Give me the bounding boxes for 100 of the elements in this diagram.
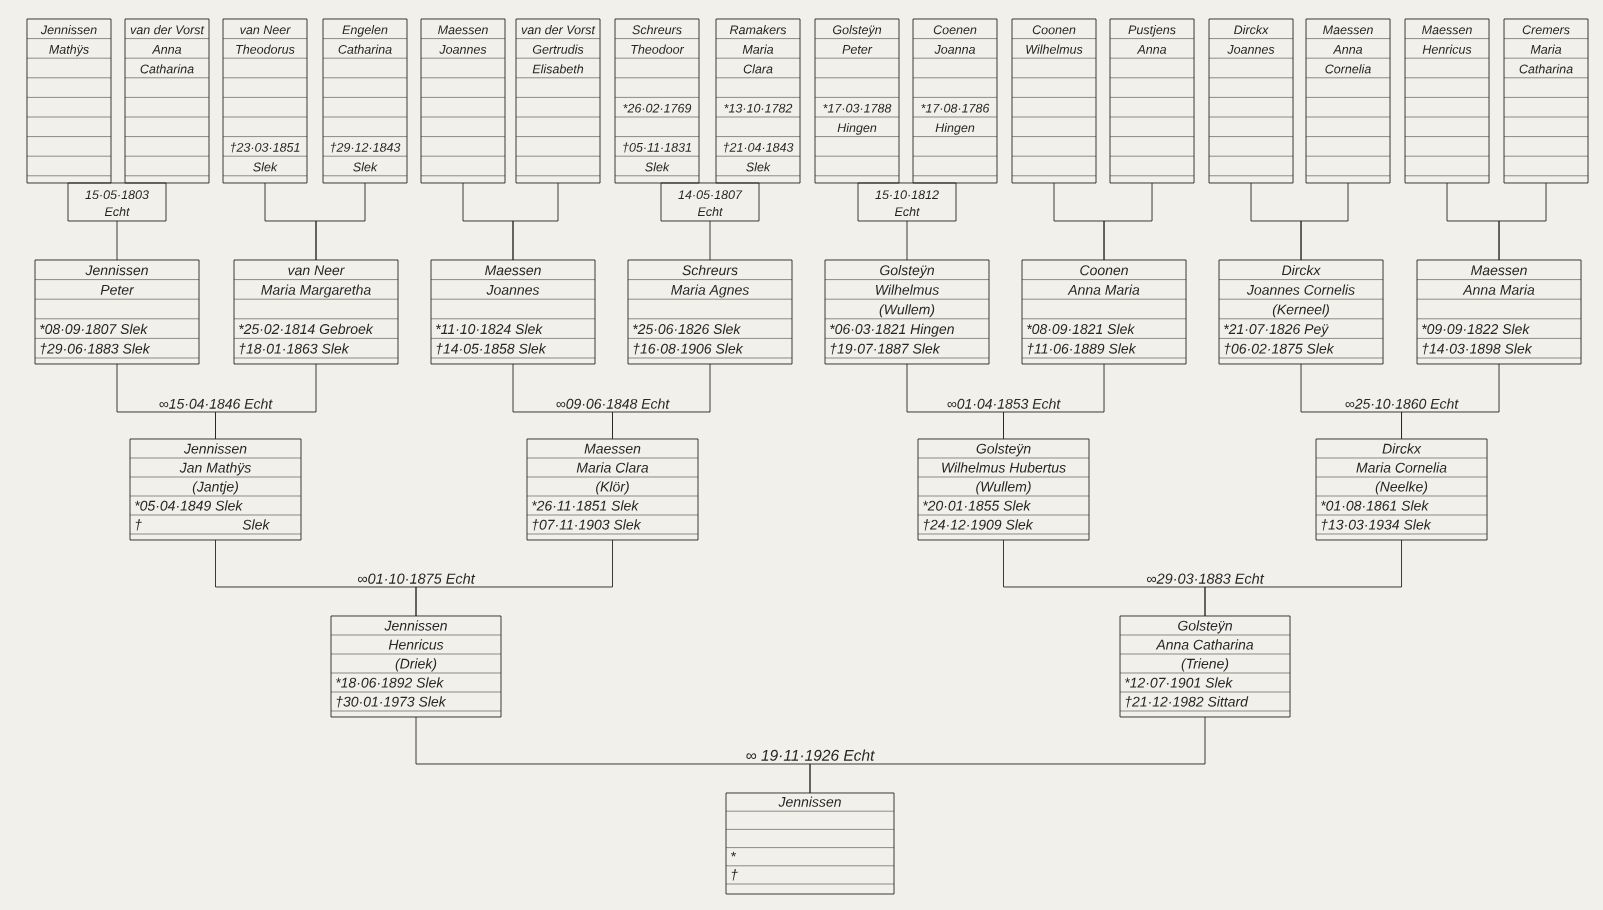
death-date: †16·08·1906 Slek: [633, 343, 744, 355]
person-box: [526, 438, 699, 541]
death-date: †29·06·1883 Slek: [40, 343, 151, 355]
given-names: Theodorus: [236, 44, 295, 54]
person-box: [420, 18, 506, 184]
nickname: (Wullem): [879, 304, 935, 318]
person-box: [824, 259, 990, 365]
surname: Maessen: [1323, 25, 1373, 35]
given-names: Peter: [100, 285, 135, 295]
connector-line: [1204, 539, 1402, 617]
surname: Maessen: [485, 265, 541, 276]
death-date: †14·03·1898 Slek: [1422, 343, 1533, 355]
marriage-label: ∞15·04·1846 Echt: [157, 397, 274, 411]
surname: Maessen: [1471, 265, 1527, 276]
person-box: [715, 18, 801, 184]
death-date: †11·06·1889 Slek: [1027, 343, 1137, 355]
nickname: (Klör): [596, 481, 629, 495]
surname: Jennissen: [384, 620, 447, 631]
surname: Golsteÿn: [832, 25, 882, 37]
birth-date: *26·02·1769: [623, 103, 692, 113]
marriage-label: ∞01·04·1853 Echt: [945, 397, 1062, 411]
given-names: Jan Mathÿs: [179, 462, 251, 476]
death-place: Slek: [645, 162, 670, 172]
death-date: †07·11·1903 Slek: [532, 519, 642, 531]
death-sign: †: [731, 869, 738, 881]
surname: Engelen: [342, 25, 388, 37]
birth-date: *18·06·1892 Slek: [336, 677, 444, 688]
person-box: [1208, 18, 1294, 184]
surname: Pustjens: [1128, 25, 1176, 37]
death-date: †23·03·1851: [230, 142, 300, 153]
surname: Schreurs: [682, 264, 738, 276]
birth-place: Hingen: [935, 123, 975, 135]
death-date: †24·12·1909 Slek: [923, 519, 1034, 531]
person-box: [233, 259, 399, 365]
surname: Jennissen: [183, 443, 247, 454]
birth-date: *25·02·1814 Gebroek: [239, 323, 374, 335]
given-names: Anna: [1136, 45, 1167, 54]
surname: van der Vorst: [521, 25, 596, 35]
marriage-box: [660, 182, 760, 222]
nickname: (Jantje): [192, 481, 238, 495]
death-date: †30·01·1973 Slek: [336, 696, 447, 708]
given-names: Joannes: [439, 45, 487, 54]
marriage-place: Echt: [104, 206, 130, 217]
connector-line: [1498, 182, 1547, 261]
given-names: Anna Catharina: [140, 45, 194, 74]
given-names: Maria Margaretha: [261, 284, 371, 298]
given-names: Joanna: [934, 45, 976, 54]
surname: Dirckx: [1282, 264, 1321, 276]
marriage-place: Echt: [697, 206, 723, 217]
birth-date: *05·04·1849 Slek: [135, 500, 243, 511]
given-names: Theodoor: [631, 44, 685, 54]
death-date: †18·01·1863 Slek: [239, 343, 350, 355]
connector-line: [1003, 363, 1105, 440]
nickname: (Kerneel): [1272, 304, 1329, 318]
connector-line: [1401, 363, 1500, 440]
given-names: Anna Maria: [1067, 284, 1140, 295]
nickname: (Driek): [395, 658, 437, 672]
death-sign: †: [135, 519, 142, 531]
given-names: Maria Clara: [576, 462, 649, 473]
given-names: Henricus: [1422, 44, 1472, 54]
surname: Dirckx: [1234, 25, 1269, 35]
given-names: Maria Agnes: [671, 284, 749, 298]
person-box: [1315, 438, 1488, 541]
birth-date: *01·08·1861 Slek: [1321, 500, 1429, 511]
given-names: Joannes: [1227, 45, 1275, 54]
connector-line: [415, 539, 613, 617]
death-place: Slek: [253, 162, 278, 172]
given-names: Anna Cornelia: [1325, 45, 1371, 74]
death-date: †13·03·1934 Slek: [1321, 519, 1432, 531]
person-box: [515, 18, 601, 184]
given-names: Catharina: [338, 44, 392, 54]
birth-date: *25·06·1826 Slek: [633, 323, 741, 335]
birth-date: *21·07·1826 Peÿ: [1224, 324, 1329, 337]
person-box: [124, 18, 210, 184]
surname: Coenen: [933, 25, 977, 35]
death-date: †21·12·1982 Sittard: [1125, 696, 1249, 708]
surname: Maessen: [438, 25, 488, 35]
birth-date: *12·07·1901 Slek: [1125, 677, 1233, 688]
surname: Jennissen: [40, 25, 97, 35]
surname: Golsteÿn: [1178, 620, 1232, 634]
birth-date: *17·08·1786: [921, 103, 990, 113]
given-names: Anna Catharina: [1155, 639, 1254, 650]
person-box: [1416, 259, 1582, 365]
connector-line: [512, 182, 559, 261]
given-names: Wilhelmus: [876, 284, 939, 295]
surname: Maessen: [1422, 25, 1472, 35]
death-date: †19·07·1887 Slek: [830, 343, 941, 355]
connector-line: [809, 716, 1206, 794]
marriage-box: [857, 182, 957, 222]
person-box: [1404, 18, 1490, 184]
person-box: [917, 438, 1090, 541]
birth-date: *09·09·1822 Slek: [1422, 323, 1530, 335]
connector-line: [315, 182, 366, 261]
person-box: [1503, 18, 1589, 184]
surname: Golsteÿn: [976, 443, 1031, 457]
connector-line: [906, 220, 908, 261]
birth-date: *06·03·1821 Hingen: [830, 323, 954, 337]
marriage-box: [67, 182, 167, 222]
given-names: Anna Maria: [1462, 284, 1535, 295]
birth-place: Hingen: [837, 123, 877, 135]
